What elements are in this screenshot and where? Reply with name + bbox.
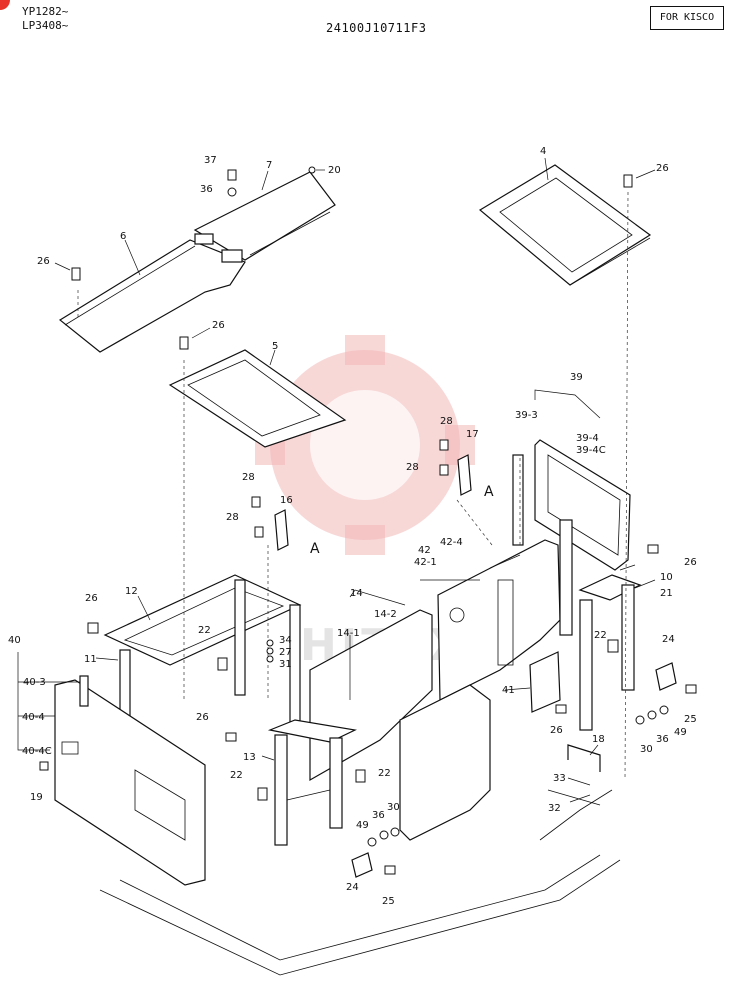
part-label: 11 xyxy=(84,654,97,665)
part-label: 49 xyxy=(356,820,369,831)
part-label: 36 xyxy=(372,810,385,821)
frame-21 xyxy=(559,519,642,731)
part-label: 26 xyxy=(550,725,563,736)
part-label: 31 xyxy=(279,659,292,670)
part-label: 28 xyxy=(226,512,239,523)
part-label: 6 xyxy=(120,231,126,242)
bracket-41 xyxy=(529,651,561,713)
for-kisco-box: FOR KISCO xyxy=(650,6,724,30)
assembly-lines xyxy=(77,191,629,781)
part-label: 13 xyxy=(243,752,256,763)
part-label: 34 xyxy=(279,635,292,646)
part-label: 26 xyxy=(684,557,697,568)
part-label: 40-3 xyxy=(23,677,46,688)
part-label: 30 xyxy=(387,802,400,813)
serial-range-a: YP1282~ xyxy=(22,5,69,18)
serial-range-b: LP3408~ xyxy=(22,19,69,32)
part-label: 39 xyxy=(570,372,583,383)
part-label: 41 xyxy=(502,685,515,696)
part-label: 26 xyxy=(656,163,669,174)
part-label: 16 xyxy=(280,495,293,506)
part-label: 42-1 xyxy=(414,557,437,568)
watermark-gear xyxy=(255,335,475,555)
part-label: 42 xyxy=(418,545,431,556)
part-label: 4 xyxy=(540,146,546,157)
part-label: 26 xyxy=(85,593,98,604)
cover-plate-4 xyxy=(478,164,652,286)
part-label: 22 xyxy=(594,630,607,641)
part-label: 40 xyxy=(8,635,21,646)
part-label: 14 xyxy=(350,588,363,599)
part-label: 28 xyxy=(242,472,255,483)
part-label: 22 xyxy=(198,625,211,636)
part-label: A xyxy=(484,484,494,500)
part-label: 25 xyxy=(684,714,697,725)
part-label: A xyxy=(310,541,320,557)
part-label: 33 xyxy=(553,773,566,784)
cover-plate-6 xyxy=(58,233,246,353)
part-label: 28 xyxy=(406,462,419,473)
part-label: 14-1 xyxy=(337,628,360,639)
part-label: 32 xyxy=(548,803,561,814)
drawing-number: 24100J10711F3 xyxy=(326,21,427,35)
leader-lines xyxy=(17,157,656,803)
part-label: 40-4C xyxy=(22,746,52,757)
cover-plate-5 xyxy=(168,349,347,448)
part-label: 24 xyxy=(346,882,359,893)
bolts xyxy=(39,166,697,878)
part-label: 14-2 xyxy=(374,609,397,620)
part-label: 12 xyxy=(125,586,138,597)
part-label: 37 xyxy=(204,155,217,166)
part-label: 19 xyxy=(30,792,43,803)
part-label: 49 xyxy=(674,727,687,738)
part-label: 24 xyxy=(662,634,675,645)
part-label: 40-4 xyxy=(22,712,45,723)
part-label: 30 xyxy=(640,744,653,755)
part-label: 27 xyxy=(279,647,292,658)
latch-17 xyxy=(457,454,472,496)
latch-16 xyxy=(274,509,289,551)
part-label: 17 xyxy=(466,429,479,440)
corner-mark xyxy=(0,0,10,10)
frame-12 xyxy=(103,574,302,761)
handle-18 xyxy=(547,744,601,806)
part-label: 21 xyxy=(660,588,673,599)
part-label: 36 xyxy=(656,734,669,745)
lower-panel xyxy=(399,684,491,841)
part-label: 18 xyxy=(592,734,605,745)
part-label: 5 xyxy=(272,341,278,352)
base-outline xyxy=(99,789,621,976)
part-label: 28 xyxy=(440,416,453,427)
part-labels: 37 36 7 20 4 26 6 26 26 5 39 39-3 39-4 3… xyxy=(8,146,697,907)
part-label: 22 xyxy=(230,770,243,781)
part-label: 39-3 xyxy=(515,410,538,421)
panel-40 xyxy=(54,675,206,886)
part-label: 36 xyxy=(200,184,213,195)
part-label: 25 xyxy=(382,896,395,907)
part-label: 26 xyxy=(196,712,209,723)
part-label: 20 xyxy=(328,165,341,176)
panel-39 xyxy=(512,439,631,571)
part-label: 39-4 xyxy=(576,433,599,444)
part-label: 42-4 xyxy=(440,537,463,548)
frame-13 xyxy=(267,719,357,846)
part-label: 7 xyxy=(266,160,272,171)
part-label: 39-4C xyxy=(576,445,606,456)
part-label: 26 xyxy=(212,320,225,331)
cover-plate-7 xyxy=(193,171,336,261)
part-label: 22 xyxy=(378,768,391,779)
part-label: 10 xyxy=(660,572,673,583)
part-label: 26 xyxy=(37,256,50,267)
